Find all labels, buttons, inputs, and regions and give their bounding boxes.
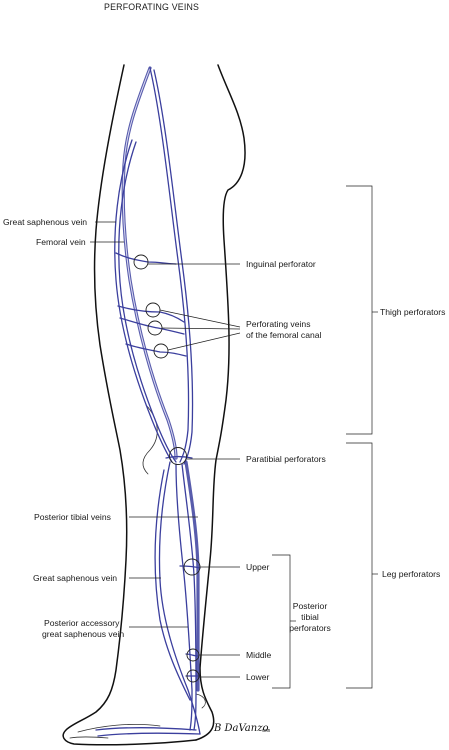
femoral-canal-branch-1 xyxy=(117,305,185,323)
inguinal-perforator-marker xyxy=(133,254,149,270)
signature-text: B DaVanzo xyxy=(213,723,269,734)
leg-posterior-contour xyxy=(195,64,246,741)
leader-lines xyxy=(90,221,241,678)
foot-dorsal-vein xyxy=(95,727,197,731)
thigh-bracket xyxy=(346,185,373,435)
leg-anterior-contour xyxy=(62,64,197,746)
label-great-saphenous-upper: Great saphenous vein xyxy=(3,217,87,227)
vein-network xyxy=(95,66,201,737)
label-posterior-accessory-2: great saphenous vein xyxy=(42,629,124,639)
femoral-canal-branch-3 xyxy=(125,343,187,357)
paratibial-branch xyxy=(165,455,193,459)
leg-bracket xyxy=(346,442,373,689)
label-lower: Lower xyxy=(246,672,270,682)
great-saphenous-vein-upper xyxy=(114,139,173,463)
deep-vein-posterior-thigh-2 xyxy=(153,69,194,465)
posterior-tibial-bracket xyxy=(272,554,291,689)
diagram-title: PERFORATING VEINS xyxy=(104,2,199,12)
brackets xyxy=(272,185,378,689)
ankle-bone xyxy=(195,693,206,709)
deep-vein-posterior-thigh xyxy=(149,67,190,463)
great-saphenous-vein-upper-2 xyxy=(118,141,177,463)
label-middle: Middle xyxy=(246,650,272,660)
artist-signature: B DaVanzo CMI xyxy=(213,723,270,734)
femoral-canal-marker-1 xyxy=(145,302,161,318)
femoral-canal-marker-3 xyxy=(153,343,169,359)
great-saphenous-vein-lower xyxy=(158,461,201,735)
paratibial-marker xyxy=(169,447,187,465)
femoral-vein-highlight xyxy=(122,67,177,459)
posterior-tibial-vein-a xyxy=(175,463,193,731)
upper-tibial-perforator-branch xyxy=(179,565,201,569)
label-inguinal-perforator: Inguinal perforator xyxy=(246,259,316,269)
inguinal-perforator-branch xyxy=(115,252,177,265)
posterior-accessory-saphenous xyxy=(154,469,191,701)
lower-perforator-marker xyxy=(186,669,200,683)
femoral-canal-branch-2 xyxy=(119,317,185,335)
label-posterior-tibial-perf-2: tibial xyxy=(301,612,319,622)
labels: Great saphenous vein Femoral vein Inguin… xyxy=(3,217,445,682)
label-posterior-accessory-1: Posterior accessory xyxy=(44,618,120,628)
label-paratibial: Paratibial perforators xyxy=(246,454,326,464)
label-posterior-tibial-perf-3: perforators xyxy=(289,623,331,633)
foot-dorsal-vein-2 xyxy=(97,732,201,737)
leg-outline xyxy=(62,64,246,746)
posterior-tibial-vein-main xyxy=(184,460,200,692)
signature-suffix: CMI xyxy=(262,728,270,733)
foot-contour xyxy=(69,723,161,739)
label-posterior-tibial-veins: Posterior tibial veins xyxy=(34,512,111,522)
label-posterior-tibial-perf-1: Posterior xyxy=(293,601,328,611)
posterior-tibial-vein-b xyxy=(181,463,197,731)
leader-femoral-canal-1 xyxy=(159,309,241,328)
label-femoral-vein: Femoral vein xyxy=(36,237,86,247)
label-femoral-canal-2: of the femoral canal xyxy=(246,330,322,340)
label-thigh-perforators: Thigh perforators xyxy=(380,307,445,317)
label-leg-perforators: Leg perforators xyxy=(382,569,440,579)
label-great-saphenous-lower: Great saphenous vein xyxy=(33,573,117,583)
leader-femoral-canal-2 xyxy=(161,327,241,330)
leader-femoral-canal-3 xyxy=(167,332,241,351)
label-upper: Upper xyxy=(246,562,270,572)
label-femoral-canal-1: Perforating veins xyxy=(246,319,311,329)
